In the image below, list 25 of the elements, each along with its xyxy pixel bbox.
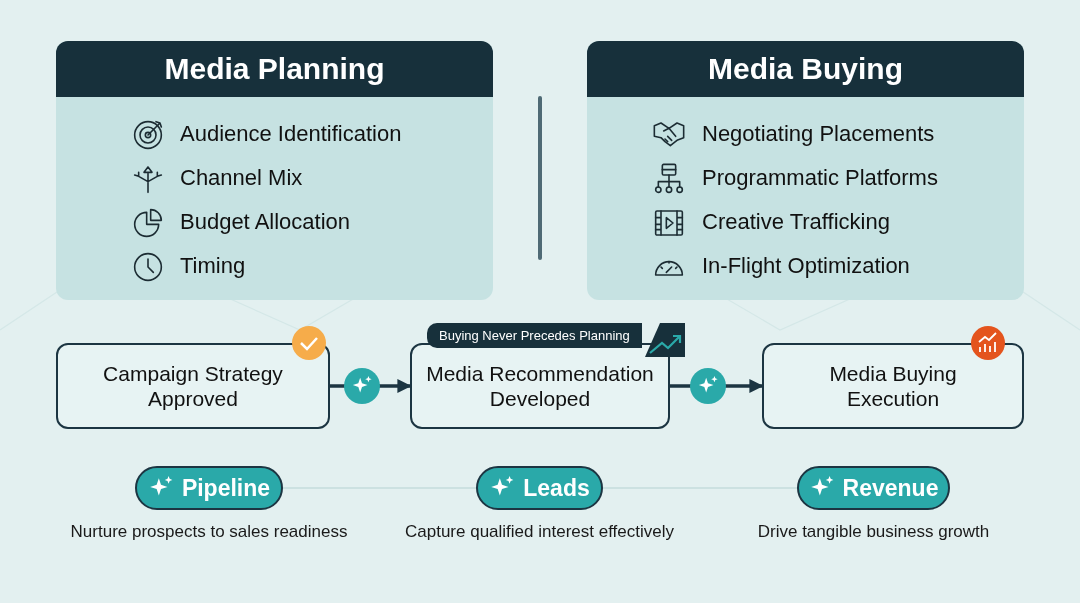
metric-pill (135, 466, 283, 510)
panel-header: Media Planning (56, 41, 493, 97)
list-item: Audience Identification (180, 121, 402, 147)
list-item: Creative Trafficking (702, 209, 890, 235)
panel-header: Media Buying (587, 41, 1024, 97)
list-item: Programmatic Platforms (702, 165, 938, 191)
metric-pill (797, 466, 950, 510)
panel-card (56, 41, 493, 300)
pill-label: Leads (523, 474, 590, 502)
list-item: Timing (180, 253, 246, 279)
metric-pill (476, 466, 603, 510)
process-box: Media Buying Execution (762, 343, 1024, 429)
panel-card (587, 41, 1024, 300)
list-item: Budget Allocation (180, 209, 351, 235)
description-text: Nurture prospects to sales readiness (70, 522, 348, 542)
description-text: Drive tangible business growth (757, 522, 990, 542)
pill-label: Pipeline (181, 474, 271, 502)
list-item: Channel Mix (180, 165, 303, 191)
list-item: In-Flight Optimization (702, 253, 910, 279)
process-box: Media Recommendation Developed (410, 343, 670, 429)
pill-label: Revenue (842, 474, 939, 502)
tag-label: Buying Never Precedes Planning (427, 323, 642, 348)
description-text: Capture qualified interest effectively (405, 522, 674, 542)
process-box: Campaign Strategy Approved (56, 343, 330, 429)
list-item: Negotiating Placements (702, 121, 935, 147)
